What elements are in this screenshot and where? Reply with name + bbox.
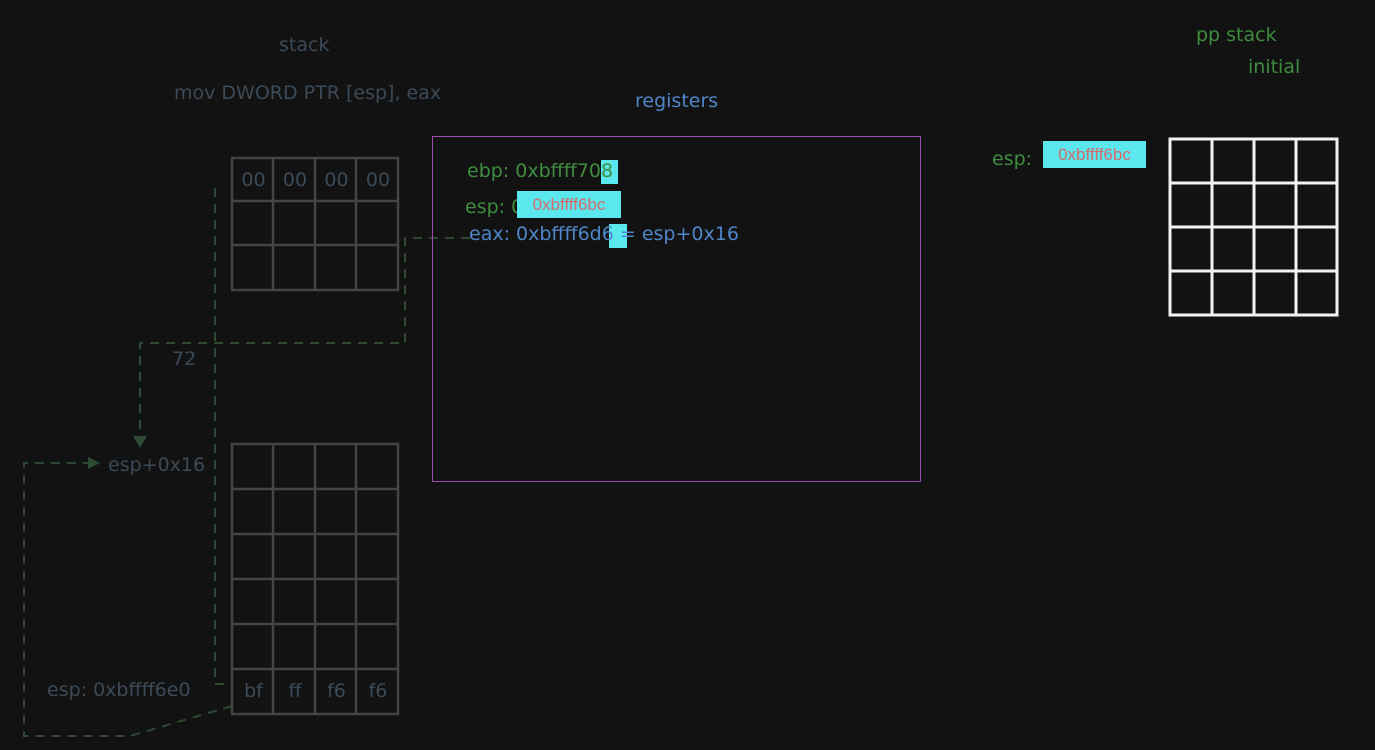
- eax-digit-highlight: [609, 224, 627, 248]
- top-stack-cell: 00: [282, 169, 308, 191]
- initial-label: initial: [1248, 56, 1301, 78]
- top-stack-cell: 00: [241, 169, 266, 191]
- bottom-stack-cell: f6: [368, 680, 388, 702]
- pp-stack-title: pp stack: [1196, 24, 1277, 46]
- offset-label: 72: [172, 348, 197, 370]
- top-stack-cell: 00: [365, 169, 391, 191]
- registers-box: [432, 136, 921, 482]
- pp-stack-grid-lines: [1168, 137, 1339, 317]
- bottom-stack-cell: bf: [244, 680, 263, 702]
- arrow-loop-to-esp16: [23, 462, 233, 737]
- arrow-esp-to-bottom: [214, 188, 232, 685]
- registers-title: registers: [635, 90, 719, 112]
- arrowhead-right-icon: [88, 457, 100, 469]
- top-stack-grid-lines: [230, 156, 400, 292]
- bottom-stack-grid-lines: [230, 442, 400, 716]
- bottom-stack-cell: f6: [327, 680, 346, 702]
- esp-bottom-label: esp: 0xbffff6e0: [47, 679, 191, 701]
- pp-esp-prefix: esp:: [992, 148, 1033, 170]
- esp-register-prefix: esp: 0: [465, 196, 524, 218]
- stack-title: stack: [279, 34, 330, 56]
- arrowhead-down-icon: [133, 436, 147, 448]
- instruction-label: mov DWORD PTR [esp], eax: [174, 82, 442, 104]
- bottom-stack-cell: ff: [288, 680, 302, 702]
- eax-register: eax: 0xbffff6d6 = esp+0x16: [469, 223, 739, 245]
- pp-esp-value-highlight: 0xbffff6bc: [1043, 141, 1146, 168]
- ebp-register: ebp: 0xbffff708: [467, 160, 614, 182]
- arrow-eax-to-esp16: [139, 237, 470, 440]
- top-stack-cell: 00: [324, 169, 349, 191]
- ebp-digit-highlight: [601, 160, 618, 184]
- esp-plus-label: esp+0x16: [108, 454, 206, 476]
- esp-value-highlight: 0xbffff6bc: [517, 191, 621, 218]
